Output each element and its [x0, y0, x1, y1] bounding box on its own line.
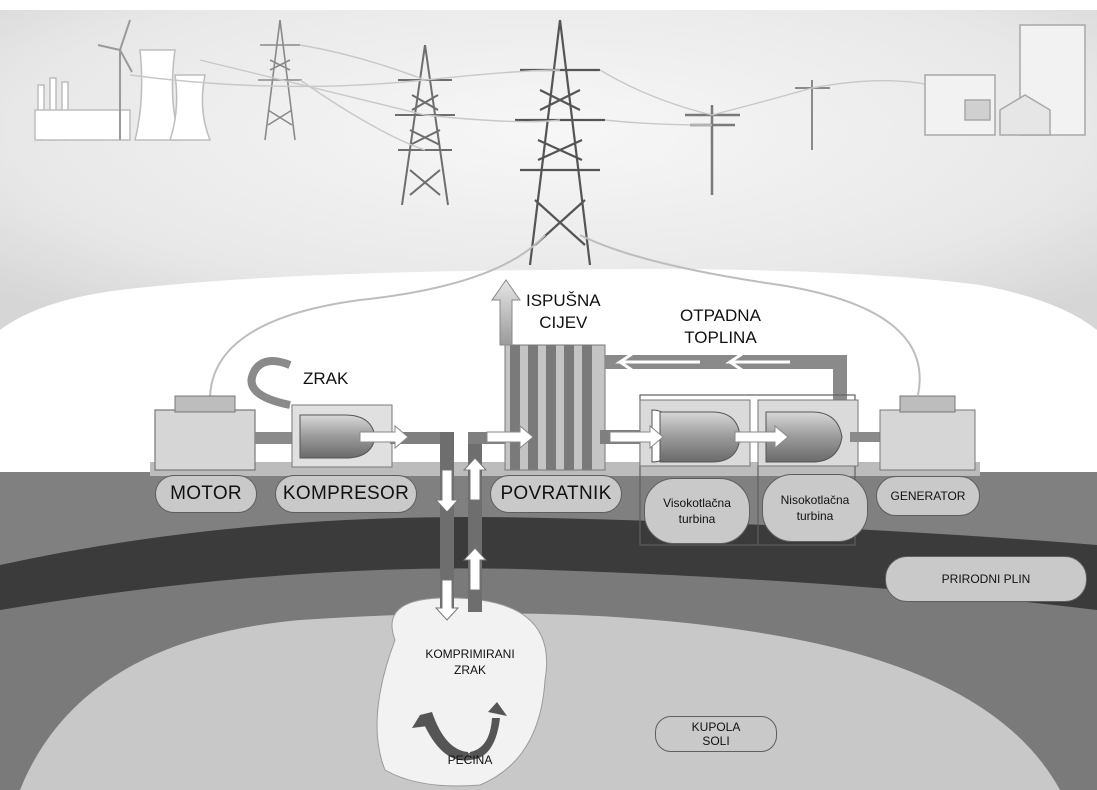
nisokotlacna-line-2: turbina: [796, 509, 834, 523]
ispusna-cijev-label: ISPUŠNA CIJEV: [526, 290, 601, 334]
komprimirani-line-1: KOMPRIMIRANI: [425, 647, 515, 661]
ispusna-line-2: CIJEV: [539, 313, 588, 332]
pecina-label: PEĆINA: [447, 753, 493, 767]
house-icon: [999, 94, 1051, 136]
cavern: [376, 597, 548, 787]
city-buildings-icon: [924, 24, 1086, 136]
kompresor-label: KOMPRESOR: [275, 475, 417, 513]
otpadna-line-1: OTPADNA: [680, 306, 761, 325]
nisokotlacna-line-1: Nisokotlačna: [780, 493, 850, 507]
visokotlacna-turbina-label: Visokotlačna turbina: [644, 478, 750, 544]
visokotlacna-line-1: Visokotlačna: [663, 496, 731, 510]
power-lines: [129, 44, 931, 151]
turbines-enclosure: [639, 394, 856, 546]
high-pressure-turbine: [639, 399, 751, 467]
power-cables: [209, 234, 921, 401]
komprimirani-line-2: ZRAK: [453, 663, 486, 677]
motor-label: MOTOR: [155, 475, 257, 513]
recuperator: [504, 344, 606, 471]
otpadna-line-2: TOPLINA: [684, 328, 757, 347]
sky-background: [0, 0, 1097, 330]
ispusna-line-1: ISPUŠNA: [526, 291, 601, 310]
power-plant-icon: [34, 49, 212, 141]
generator: [879, 395, 976, 471]
prirodni-plin-label: PRIRODNI PLIN: [885, 556, 1087, 602]
komprimirani-zrak-label: KOMPRIMIRANI ZRAK: [408, 646, 532, 678]
generator-shaft: [850, 432, 885, 442]
generator-label: GENERATOR: [876, 476, 980, 516]
kupola-line-1: KUPOLA: [691, 720, 741, 734]
povratnik-label: POVRATNIK: [490, 475, 622, 513]
exhaust-arrow: [491, 279, 521, 346]
otpadna-toplina-label: OTPADNA TOPLINA: [680, 305, 761, 349]
shaft: [255, 432, 295, 444]
nisokotlacna-turbina-label: Nisokotlačna turbina: [762, 474, 868, 542]
shaft-arrows: [434, 457, 488, 621]
air-flow-arrows: [359, 424, 789, 450]
kupola-soli-label: KUPOLA SOLI: [655, 716, 777, 752]
cavern-circulation-arrows: [412, 702, 507, 761]
zrak-inlet-arrow: [247, 357, 292, 409]
motor: [154, 395, 256, 471]
visokotlacna-line-2: turbina: [678, 512, 716, 526]
zrak-label: ZRAK: [303, 369, 349, 388]
kupola-line-2: SOLI: [702, 734, 730, 748]
wind-turbine-icon: [97, 19, 133, 140]
